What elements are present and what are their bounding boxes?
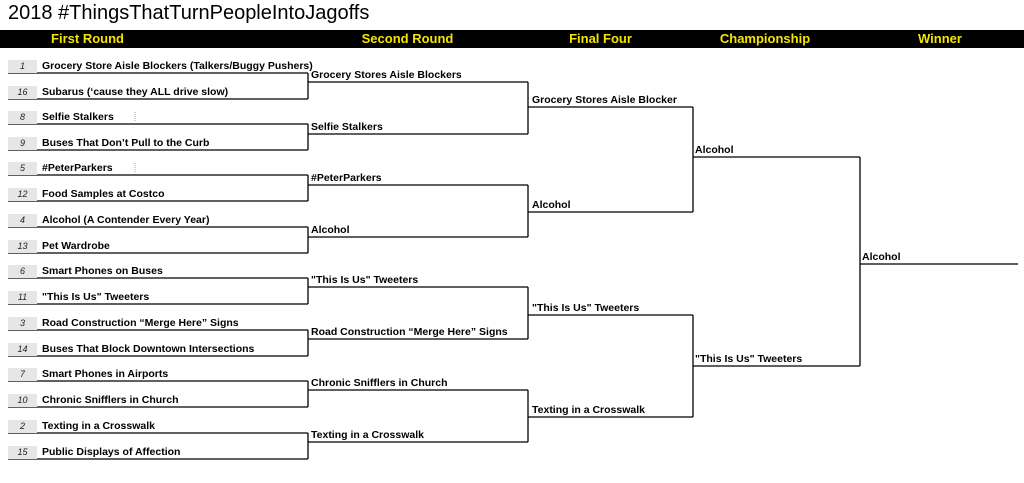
round-label-championship: Championship	[719, 31, 811, 46]
first-round-team: Smart Phones in Airports	[42, 368, 169, 380]
seed-number: 8	[19, 112, 25, 122]
championship-team: Alcohol	[695, 144, 734, 156]
seed-box	[8, 111, 37, 124]
round-label-second: Second Round	[361, 31, 454, 46]
second-round-team: Road Construction “Merge Here” Signs	[311, 326, 508, 338]
final-four-team: Alcohol	[532, 199, 571, 211]
second-round-team: #PeterParkers	[311, 172, 382, 184]
first-round-team: Road Construction “Merge Here” Signs	[42, 317, 239, 329]
second-round-team: Alcohol	[311, 224, 350, 236]
seed-number: 11	[17, 292, 28, 302]
seed-number: 13	[17, 241, 28, 251]
first-round-team: Smart Phones on Buses	[42, 265, 163, 277]
seed-number: 2	[19, 421, 25, 431]
seed-number: 10	[17, 395, 28, 405]
seed-box	[8, 317, 37, 330]
seed-box	[8, 446, 37, 459]
seed-box	[8, 240, 37, 253]
first-round-team: Grocery Store Aisle Blockers (Talkers/Bu…	[42, 60, 313, 72]
seed-number: 1	[19, 61, 25, 71]
round-label-first: First Round	[51, 31, 124, 46]
round-label-final-four: Final Four	[569, 31, 632, 46]
seed-box	[8, 86, 37, 99]
seed-box	[8, 368, 37, 381]
round-label-winner: Winner	[918, 31, 962, 46]
seed-number: 3	[19, 318, 25, 328]
seed-number: 14	[17, 344, 28, 354]
first-round-team: Pet Wardrobe	[42, 240, 110, 252]
seed-box	[8, 188, 37, 201]
seed-number: 7	[19, 369, 25, 379]
championship-team: "This Is Us" Tweeters	[695, 353, 803, 365]
first-round-team: Chronic Snifflers in Church	[42, 394, 179, 406]
seed-box	[8, 394, 37, 407]
seed-box	[8, 420, 37, 433]
seed-number: 16	[17, 87, 28, 97]
first-round-team: #PeterParkers	[42, 162, 113, 174]
first-round-team: Buses That Block Downtown Intersections	[42, 343, 255, 355]
first-round-team: Subarus (‘cause they ALL drive slow)	[42, 86, 229, 98]
seed-number: 6	[19, 266, 25, 276]
seed-box	[8, 60, 37, 73]
final-four-team: Texting in a Crosswalk	[532, 404, 646, 416]
first-round-team: Public Displays of Affection	[42, 446, 181, 458]
seed-number: 12	[17, 189, 28, 199]
first-round-team: Alcohol (A Contender Every Year)	[42, 214, 210, 226]
seed-box	[8, 137, 37, 150]
seed-box	[8, 291, 37, 304]
seed-box	[8, 265, 37, 278]
second-round-team: "This Is Us" Tweeters	[311, 274, 419, 286]
second-round-team: Chronic Snifflers in Church	[311, 377, 448, 389]
round-header-bar: First Round Second Round Final Four Cham…	[0, 30, 1024, 48]
final-four-team: Grocery Stores Aisle Blocker	[532, 94, 677, 106]
first-round-team: "This Is Us" Tweeters	[42, 291, 150, 303]
seed-number: 5	[19, 163, 25, 173]
second-round-team: Grocery Stores Aisle Blockers	[311, 69, 462, 81]
second-round-team: Selfie Stalkers	[311, 121, 383, 133]
seed-number: 9	[19, 138, 25, 148]
first-round-team: Selfie Stalkers	[42, 111, 114, 123]
seed-box	[8, 162, 37, 175]
first-round-team: Buses That Don’t Pull to the Curb	[42, 137, 210, 149]
first-round-team: Food Samples at Costco	[42, 188, 165, 200]
seed-number: 4	[19, 215, 25, 225]
seed-box	[8, 343, 37, 356]
seed-box	[8, 214, 37, 227]
winner-team: Alcohol	[862, 251, 901, 263]
seed-number: 15	[17, 447, 28, 457]
final-four-team: "This Is Us" Tweeters	[532, 302, 640, 314]
page-title: 2018 #ThingsThatTurnPeopleIntoJagoffs	[8, 2, 370, 24]
first-round-team: Texting in a Crosswalk	[42, 420, 156, 432]
second-round-team: Texting in a Crosswalk	[311, 429, 425, 441]
